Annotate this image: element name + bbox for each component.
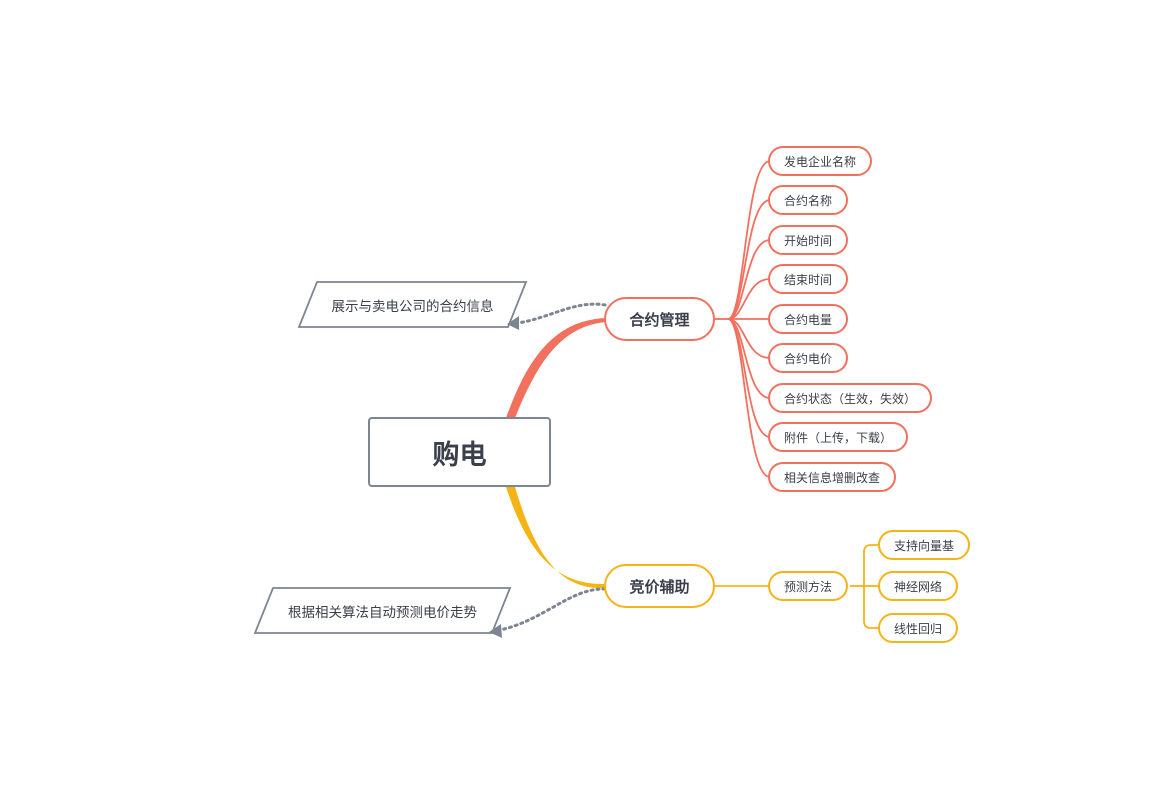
connector-method-1 [863, 544, 880, 586]
note-contract[interactable]: 展示与卖电公司的合约信息 [308, 282, 517, 327]
subtopic-label: 相关信息增删改查 [784, 470, 881, 485]
subtopic-label: 开始时间 [784, 233, 833, 248]
connector-leaf-9 [727, 318, 771, 478]
bidding-connectors [714, 544, 880, 629]
subtopic-contract-3[interactable]: 开始时间 [768, 225, 849, 255]
subtopic-label: 预测方法 [784, 579, 833, 594]
note-connector-contract [516, 302, 607, 325]
subtopic-contract-4[interactable]: 结束时间 [768, 264, 849, 294]
connector-leaf-7 [727, 318, 771, 399]
connector-root-contract [506, 318, 606, 418]
subtopic-label: 合约电价 [784, 351, 833, 366]
connector-root-bidding [506, 487, 606, 589]
subtopic-contract-8[interactable]: 附件（上传，下载） [768, 422, 909, 452]
subtopic-contract-6[interactable]: 合约电价 [768, 343, 849, 373]
note-label: 根据相关算法自动预测电价走势 [288, 604, 477, 621]
subtopic-contract-7[interactable]: 合约状态（生效，失效） [768, 383, 933, 413]
subtopic-method-3[interactable]: 线性回归 [878, 613, 959, 643]
topic-bidding-assistance[interactable]: 竞价辅助 [604, 564, 715, 608]
note-bidding[interactable]: 根据相关算法自动预测电价走势 [264, 588, 501, 633]
subtopic-label: 支持向量基 [894, 538, 955, 553]
subtopic-label: 结束时间 [784, 272, 833, 287]
note-arrow-bidding [489, 624, 502, 638]
connector-leaf-2 [727, 199, 771, 320]
note-label: 展示与卖电公司的合约信息 [331, 298, 494, 315]
subtopic-contract-9[interactable]: 相关信息增删改查 [768, 462, 897, 492]
subtopic-label: 合约电量 [784, 312, 833, 327]
connector-leaf-3 [727, 239, 771, 320]
subtopic-method-1[interactable]: 支持向量基 [878, 530, 971, 560]
subtopic-label: 附件（上传，下载） [784, 430, 893, 445]
topic-contract-management[interactable]: 合约管理 [604, 297, 715, 341]
contract-leaf-connectors [714, 160, 771, 478]
topic-label: 竞价辅助 [629, 577, 690, 596]
connector-method-3 [863, 586, 880, 629]
subtopic-label: 合约状态（生效，失效） [784, 391, 917, 406]
subtopic-forecast-method[interactable]: 预测方法 [768, 571, 849, 601]
note-connector-bidding [498, 587, 607, 632]
subtopic-method-2[interactable]: 神经网络 [878, 571, 959, 601]
subtopic-label: 发电企业名称 [784, 154, 857, 169]
subtopic-contract-5[interactable]: 合约电量 [768, 304, 849, 334]
subtopic-contract-1[interactable]: 发电企业名称 [768, 146, 873, 176]
subtopic-contract-2[interactable]: 合约名称 [768, 185, 849, 215]
note-arrow-contract [507, 316, 519, 330]
root-topic-label: 购电 [432, 439, 487, 471]
root-topic[interactable]: 购电 [368, 417, 551, 487]
subtopic-label: 线性回归 [894, 621, 943, 636]
connector-leaf-4 [727, 278, 771, 320]
topic-label: 合约管理 [629, 310, 690, 329]
note-shape-contract [297, 281, 528, 328]
subtopic-label: 合约名称 [784, 193, 833, 208]
subtopic-label: 神经网络 [894, 579, 943, 594]
